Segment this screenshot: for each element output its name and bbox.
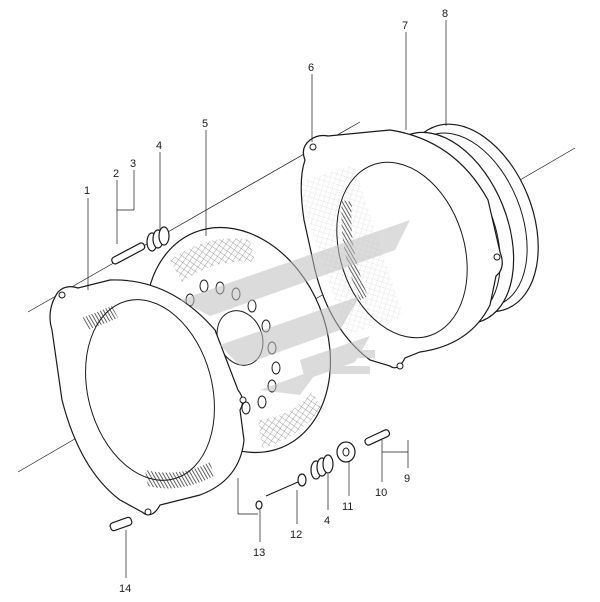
- part-13-washer: [255, 500, 263, 510]
- callout-7: 7: [402, 20, 408, 32]
- logo-watermark-icon: [180, 220, 410, 395]
- callout-10: 10: [375, 487, 387, 499]
- part-10-pin: [364, 429, 391, 446]
- callout-11: 11: [342, 501, 353, 513]
- callout-14: 14: [119, 583, 131, 595]
- callout-1: 1: [84, 185, 90, 197]
- callout-3: 3: [130, 158, 136, 170]
- callout-9: 9: [404, 473, 410, 485]
- callout-6: 6: [308, 62, 314, 74]
- callout-13: 13: [253, 547, 265, 559]
- part-11-nut: [336, 441, 356, 463]
- callout-labels: 1 2 3 4 5 6 7 8 9 10 11 12 4 13 14: [84, 8, 448, 595]
- part-4-spring-upper: [146, 226, 170, 252]
- callout-12: 12: [290, 529, 302, 541]
- callout-5: 5: [202, 118, 208, 130]
- callout-4-upper: 4: [156, 140, 162, 152]
- part-1-front-flange: [49, 279, 247, 516]
- part-14-pin: [109, 516, 133, 532]
- callout-8: 8: [442, 8, 448, 20]
- callout-2: 2: [113, 168, 119, 180]
- part-2-pin: [111, 242, 146, 265]
- leader-lines: [87, 20, 447, 578]
- part-12-bolt: [265, 473, 307, 497]
- part-4-spring-lower: [310, 454, 334, 480]
- callout-4-lower: 4: [324, 515, 330, 527]
